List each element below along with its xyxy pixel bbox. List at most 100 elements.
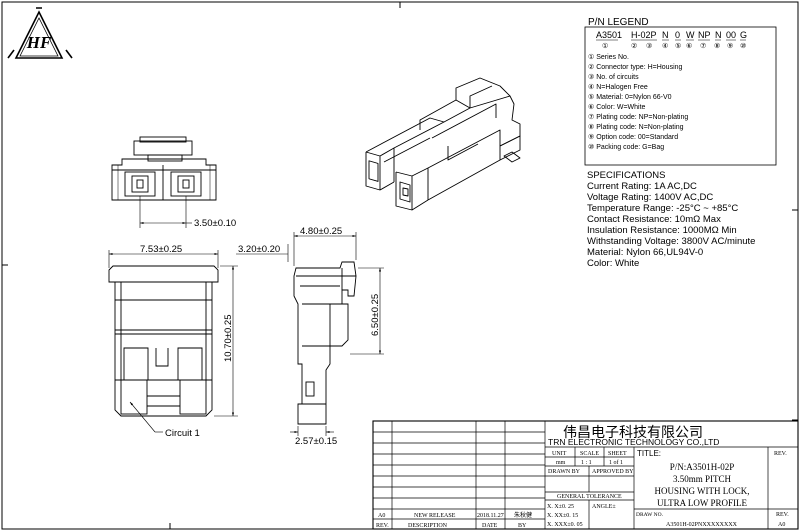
legend-box [584, 26, 777, 166]
svg-text:X. X±0. 25: X. X±0. 25 [547, 504, 574, 510]
legend-items: ① Series No. ② Connector type: H=Housing… [588, 53, 688, 151]
svg-text:H-02P: H-02P [631, 30, 657, 40]
rev-label-bottom: REV. [776, 512, 789, 518]
revision-history: A0 NEW RELEASE 2018.11.27 朱秋健 REV. DESCR… [376, 511, 532, 529]
dim-gap-label: 3.20±0.20 [238, 244, 280, 255]
spec-item: Material: Nylon 66,UL94V-0 [587, 247, 703, 258]
svg-text:A0: A0 [378, 513, 385, 519]
draw-no-label: DRAW NO. [636, 512, 664, 518]
part-number: P/N:A3501H-02P [670, 462, 735, 472]
svg-text:X. XXX±0. 05: X. XXX±0. 05 [547, 522, 583, 528]
svg-text:NP: NP [698, 30, 711, 40]
svg-text:BY: BY [518, 523, 527, 529]
dim-side-bottom-label: 2.57±0.15 [295, 436, 337, 447]
spec-item: Insulation Resistance: 1000MΩ Min [587, 225, 737, 236]
svg-text:②: ② [631, 42, 637, 50]
legend-code: A3501 H-02P N 0 W NP N 00 G ① ② ③ ④ ⑤ ⑥ … [596, 30, 747, 50]
dim-side-height [350, 267, 384, 355]
dim-front-height [214, 265, 238, 417]
svg-text:⑦: ⑦ [700, 42, 706, 50]
company-name-cn: 伟昌电子科技有限公司 [563, 425, 703, 441]
halogen-free-logo: HF [7, 7, 73, 59]
dim-side-width [293, 232, 357, 266]
svg-text:NEW RELEASE: NEW RELEASE [414, 513, 456, 519]
logo-text: HF [26, 33, 52, 52]
legend-item: ⑨ Option code: 00=Standard [588, 133, 678, 141]
legend-item: ③ No. of circuits [588, 73, 639, 81]
part-desc-2: HOUSING WITH LOCK, [654, 486, 749, 496]
svg-text:⑩: ⑩ [740, 42, 746, 50]
dim-front-width [108, 250, 219, 268]
svg-text:⑤: ⑤ [675, 42, 681, 50]
spec-item: Color: White [587, 258, 639, 269]
svg-text:1 : 1: 1 : 1 [581, 460, 592, 466]
specs-title: SPECIFICATIONS [587, 170, 665, 181]
part-desc-3: ULTRA LOW PROFILE [657, 498, 748, 508]
svg-text:REV.: REV. [376, 523, 389, 529]
part-desc-1: 3.50mm PITCH [673, 474, 732, 484]
svg-text:SCALE: SCALE [580, 451, 599, 457]
svg-text:DESCRIPTION: DESCRIPTION [408, 523, 448, 529]
legend-item: ⑧ Plating code: N=Non-plating [588, 123, 684, 131]
svg-text:ANGLE±: ANGLE± [592, 504, 616, 510]
legend-item: ⑦ Plating code: NP=Non-plating [588, 113, 688, 121]
svg-text:1 of 1: 1 of 1 [609, 459, 623, 466]
svg-text:2018.11.27: 2018.11.27 [477, 513, 504, 519]
legend-title: P/N LEGEND [588, 17, 649, 28]
circuit-1-label: Circuit 1 [165, 428, 200, 439]
spec-item: Contact Resistance: 10mΩ Max [587, 214, 721, 225]
title-block [372, 420, 799, 530]
svg-text:④: ④ [662, 42, 668, 50]
svg-text:SHEET: SHEET [608, 451, 627, 457]
front-view [108, 265, 219, 417]
svg-text:0: 0 [675, 30, 680, 40]
specifications: SPECIFICATIONS Current Rating: 1A AC,DC … [587, 170, 755, 269]
legend-item: ⑩ Packing code: G=Bag [588, 143, 664, 151]
svg-text:G: G [740, 30, 747, 40]
side-view [293, 261, 357, 425]
svg-text:A3501: A3501 [596, 30, 622, 40]
part-title: P/N:A3501H-02P 3.50mm PITCH HOUSING WITH… [654, 462, 749, 508]
svg-text:W: W [686, 30, 695, 40]
svg-text:③: ③ [646, 42, 652, 50]
svg-text:UNIT: UNIT [552, 451, 567, 457]
dim-side-width-label: 4.80±0.25 [300, 226, 342, 237]
svg-text:GENERAL TOLERANCE: GENERAL TOLERANCE [557, 494, 622, 500]
dim-side-bottom [290, 426, 334, 436]
legend-item: ② Connector type: H=Housing [588, 63, 683, 71]
dim-side-height-label: 6.50±0.25 [370, 294, 381, 336]
company-name-en: TRN ELECTRONIC TECHNOLOGY CO.,LTD [548, 437, 719, 447]
legend-item: ⑥ Color: W=White [588, 103, 646, 111]
svg-text:DRAWN BY: DRAWN BY [548, 469, 581, 475]
svg-text:N: N [715, 30, 722, 40]
svg-text:00: 00 [726, 30, 736, 40]
rev-value: A0 [778, 522, 785, 528]
circuit-1-leader [129, 401, 163, 433]
svg-text:mm: mm [556, 460, 566, 466]
top-view [111, 136, 217, 201]
legend-item: ⑤ Material: 0=Nylon 66-V0 [588, 93, 672, 101]
svg-text:⑨: ⑨ [727, 42, 733, 50]
dim-front-width-label: 7.53±0.25 [140, 244, 182, 255]
dim-gap [236, 244, 289, 262]
spec-item: Temperature Range: -25°C ~ +85°C [587, 203, 738, 214]
spec-item: Withstanding Voltage: 3800V AC/minute [587, 236, 755, 247]
dim-front-height-label: 10.70±0.25 [223, 315, 234, 362]
dim-top-pitch [139, 196, 192, 228]
isometric-view [365, 77, 521, 211]
svg-text:APPROVED BY: APPROVED BY [592, 469, 634, 475]
svg-text:X. XX±0. 15: X. XX±0. 15 [547, 513, 578, 519]
spec-item: Current Rating: 1A AC,DC [587, 181, 697, 192]
unit-scale-sheet: UNIT SCALE SHEET mm 1 : 1 1 of 1 DRAWN B… [547, 451, 634, 528]
svg-text:⑥: ⑥ [686, 42, 692, 50]
spec-item: Voltage Rating: 1400V AC,DC [587, 192, 713, 203]
svg-text:N: N [662, 30, 669, 40]
legend-item: ④ N=Halogen Free [588, 83, 648, 91]
rev-label: REV. [774, 451, 787, 457]
svg-text:⑧: ⑧ [714, 42, 720, 50]
svg-text:①: ① [602, 42, 608, 50]
dim-top-pitch-label: 3.50±0.10 [194, 218, 236, 229]
svg-text:朱秋健: 朱秋健 [514, 511, 532, 519]
